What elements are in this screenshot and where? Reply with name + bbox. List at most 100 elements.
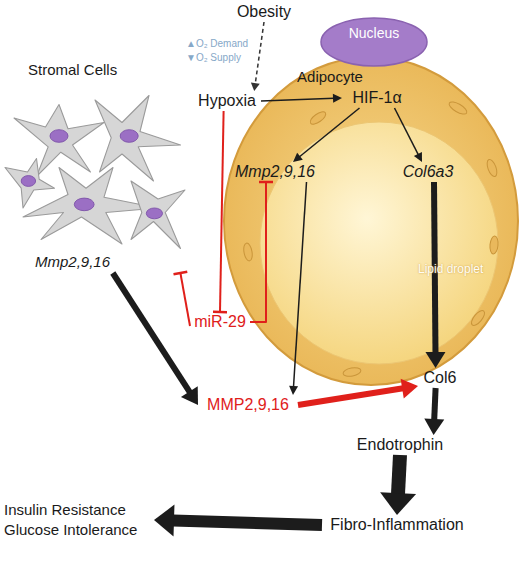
arrow-head: [289, 386, 298, 395]
cell-nucleus: [74, 198, 94, 211]
lipid-droplet: [260, 122, 498, 364]
arrow-head: [414, 152, 422, 162]
fibroblast-shape: [14, 105, 104, 177]
node-text: Glucose Intolerance: [4, 520, 154, 540]
connector-line: [294, 182, 307, 387]
stromal-cell-group: Stromal CellsMmp2,9,16: [0, 60, 205, 273]
arrow-connector: [251, 22, 264, 91]
connector-line: [220, 111, 224, 312]
arrow-connector: [113, 273, 198, 405]
adipocyte-cell: AdipocyteNucleusHIF-1αMmp2,9,16Col6a3: [222, 55, 520, 387]
arrow-head: [424, 419, 444, 435]
connector-line: [299, 108, 359, 157]
node-text: Stromal Cells: [28, 60, 138, 80]
nucleus-ellipse: Nucleus: [320, 17, 428, 67]
arrow-head: [401, 379, 418, 399]
arrow-connector: [289, 182, 306, 395]
node-text: Hypoxia: [193, 91, 261, 111]
connector-line: [398, 455, 400, 494]
node-text: Mmp2,9,16: [35, 252, 125, 272]
arrow-head: [425, 352, 445, 368]
arrow-connector: [261, 94, 342, 103]
gene-node: Mmp2,9,16: [230, 162, 320, 182]
arrow-connector: [293, 108, 360, 162]
node-text: Mmp2,9,16: [230, 162, 320, 182]
mitochondrion: [342, 366, 361, 377]
connector-line: [255, 22, 264, 84]
connector-line: [173, 521, 322, 525]
stromal-illustration: [0, 60, 205, 273]
cell-nucleus: [50, 130, 68, 143]
node-text: Fibro-Inflammation: [322, 515, 472, 535]
arrow-head: [181, 386, 198, 405]
connector-line: [250, 182, 266, 322]
state-node: Obesity: [228, 2, 300, 22]
cell-nucleus: [120, 130, 138, 143]
mitochondrion: [308, 110, 327, 127]
node-text: Insulin Resistance: [4, 500, 154, 520]
annotation-label: ▼O₂ Supply: [186, 51, 266, 64]
protein-node: Endotrophin: [352, 435, 448, 455]
connector-line: [298, 388, 403, 405]
arrow-head: [293, 153, 303, 162]
mitochondrion: [485, 158, 499, 178]
arrow-connector: [380, 455, 416, 515]
node-text: Col6: [418, 368, 462, 388]
arrow-connector: [425, 182, 445, 368]
inhibition-bar: [213, 311, 227, 314]
outcome-node: Insulin ResistanceGlucose Intolerance: [4, 500, 154, 540]
arrow-connector: [154, 505, 322, 537]
mitochondrion: [447, 100, 468, 117]
inhibition-connector: [213, 111, 227, 312]
connector-line: [434, 388, 435, 420]
mitochondrion: [242, 242, 253, 261]
inhibition-connector: [250, 182, 273, 322]
inhibition-bar: [174, 272, 188, 274]
connector-line: [180, 273, 190, 326]
arrow-head: [251, 82, 260, 91]
connector-line: [261, 98, 334, 101]
nucleus-shape: [321, 18, 427, 66]
node-text: miR-29: [190, 312, 250, 332]
mitochondrion: [489, 236, 499, 255]
inhibition-bar: [259, 181, 273, 184]
factor-node: HIF-1α: [342, 88, 412, 108]
state-node: Hypoxia: [193, 91, 261, 111]
node-text: Endotrophin: [352, 435, 448, 455]
organelle-label: Lipid droplet: [418, 262, 498, 277]
fibroblast-shape: [5, 159, 55, 209]
connector-line: [395, 108, 419, 155]
node-text: Col6a3: [398, 162, 458, 182]
connector-line: [113, 273, 190, 392]
cell-nucleus: [146, 208, 162, 219]
arrow-connector: [424, 388, 444, 435]
gene-node: Col6a3: [398, 162, 458, 182]
fibroblast-shape: [131, 181, 185, 249]
arrow-head: [333, 94, 342, 103]
outcome-node: Fibro-Inflammation: [322, 515, 472, 535]
node-text: MMP2,9,16: [198, 395, 298, 415]
node-text: Obesity: [228, 2, 300, 22]
mirna-node: miR-29: [190, 312, 250, 332]
node-text: Nucleus: [320, 23, 428, 43]
arrow-head: [154, 505, 174, 537]
cell-nucleus: [21, 176, 35, 187]
node-text: HIF-1α: [342, 88, 412, 108]
connector-line: [434, 182, 436, 353]
cell-membrane: [224, 57, 518, 385]
arrow-connector: [395, 108, 423, 162]
nucleus-outline: [320, 17, 428, 67]
arrow-connector: [298, 379, 418, 405]
mitochondrion: [469, 309, 487, 328]
inhibition-connector: [174, 272, 190, 326]
annotation-label: ▲O₂ Demand: [186, 37, 266, 50]
protein-node: MMP2,9,16: [198, 395, 298, 415]
fibroblast-shape: [95, 96, 181, 182]
arrow-head: [380, 492, 416, 515]
node-text: Adipocyte: [288, 67, 372, 87]
